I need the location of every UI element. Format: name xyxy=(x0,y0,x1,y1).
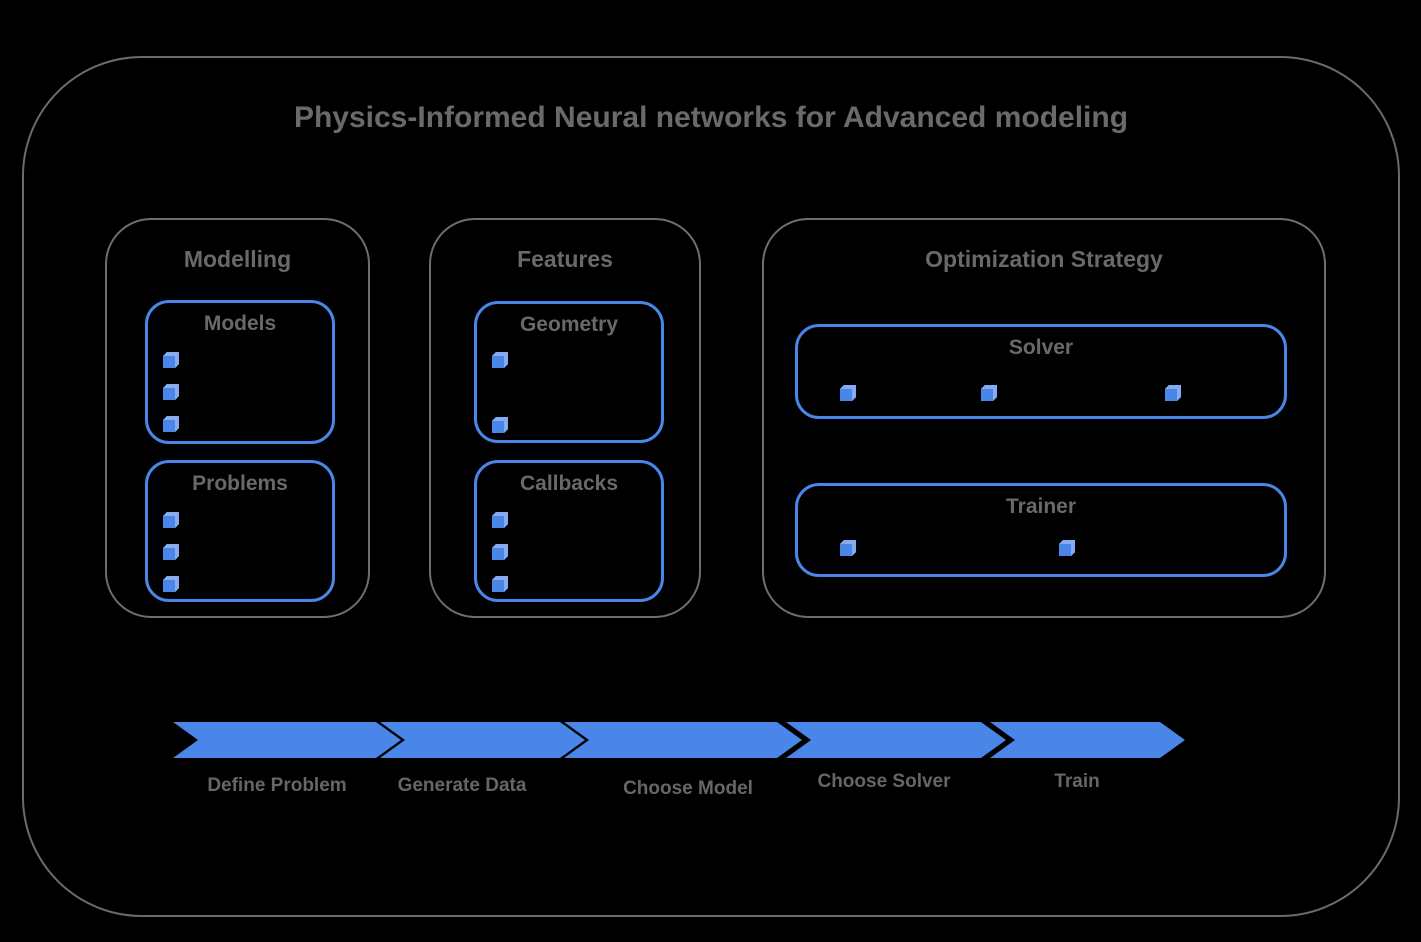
cube-icon xyxy=(163,416,179,432)
flow-arrow-segment-5 xyxy=(990,722,1185,758)
cube-icon xyxy=(840,540,856,556)
diagram-title: Physics-Informed Neural networks for Adv… xyxy=(293,101,1129,134)
cube-icon xyxy=(163,512,179,528)
box-geometry: Geometry xyxy=(474,301,664,443)
flow-arrow-segment-3 xyxy=(564,722,802,758)
box-callbacks-title: Callbacks xyxy=(519,472,619,495)
flow-arrow-segment-1 xyxy=(173,722,401,758)
cube-icon xyxy=(492,544,508,560)
cube-icon xyxy=(492,512,508,528)
cube-icon xyxy=(1059,540,1075,556)
flow-arrow-segment-2 xyxy=(380,722,585,758)
flow-step-label-define-problem: Define Problem xyxy=(207,775,347,796)
box-problems-title: Problems xyxy=(192,472,288,495)
cube-icon xyxy=(163,384,179,400)
cube-icon xyxy=(492,352,508,368)
group-modelling: Modelling Models Problems xyxy=(105,218,370,618)
box-geometry-title: Geometry xyxy=(519,313,619,336)
box-trainer: Trainer xyxy=(795,483,1287,577)
cube-icon xyxy=(981,385,997,401)
box-trainer-title: Trainer xyxy=(1005,495,1077,518)
diagram-outer-frame xyxy=(22,56,1400,917)
cube-icon xyxy=(163,352,179,368)
flow-step-label-choose-model: Choose Model xyxy=(623,778,753,799)
box-models-title: Models xyxy=(203,312,277,335)
cube-icon xyxy=(163,576,179,592)
group-features: Features Geometry Callbacks xyxy=(429,218,701,618)
flow-step-label-choose-solver: Choose Solver xyxy=(817,771,951,792)
cube-icon xyxy=(163,544,179,560)
cube-icon xyxy=(492,576,508,592)
cube-icon xyxy=(840,385,856,401)
group-features-title: Features xyxy=(517,246,613,272)
box-problems: Problems xyxy=(145,460,335,602)
box-models: Models xyxy=(145,300,335,444)
flow-step-label-generate-data: Generate Data xyxy=(397,775,527,796)
flow-arrow-segment-4 xyxy=(786,722,1006,758)
cube-icon xyxy=(1165,385,1181,401)
box-solver: Solver xyxy=(795,324,1287,419)
group-optimization-strategy: Optimization Strategy Solver Trainer xyxy=(762,218,1326,618)
box-callbacks: Callbacks xyxy=(474,460,664,602)
group-modelling-title: Modelling xyxy=(183,246,292,272)
cube-icon xyxy=(492,417,508,433)
flow-step-label-train: Train xyxy=(1054,771,1100,792)
box-solver-title: Solver xyxy=(1008,336,1074,359)
group-optimization-strategy-title: Optimization Strategy xyxy=(925,246,1163,272)
